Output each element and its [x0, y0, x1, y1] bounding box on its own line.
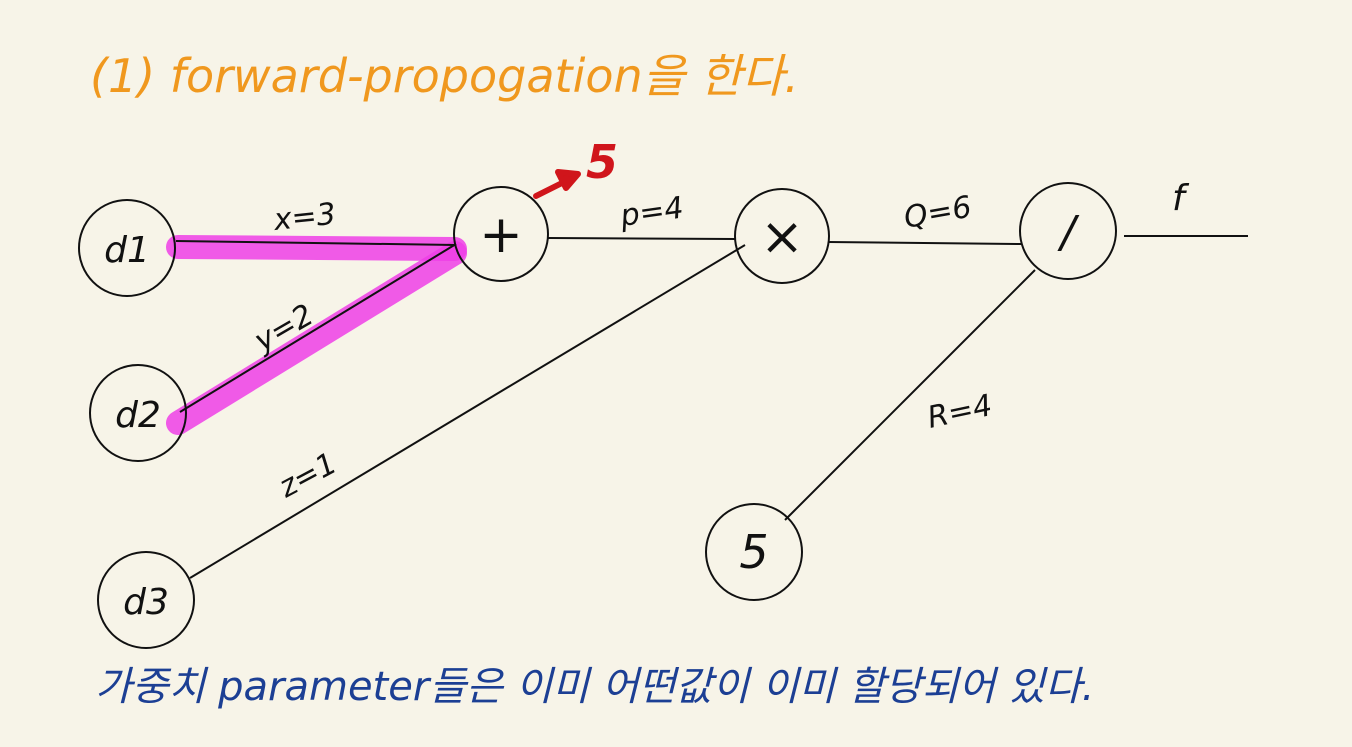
result-arrow-head — [555, 169, 581, 191]
highlight-path — [166, 235, 467, 435]
node-d3-circle — [97, 551, 195, 649]
result-arrow — [533, 169, 581, 199]
result-value: 5 — [586, 135, 618, 189]
node-d2-circle — [89, 364, 187, 462]
edge-q — [827, 241, 1023, 245]
node-five-label: 5 — [739, 525, 768, 579]
node-times-label: × — [760, 207, 804, 267]
highlight-y-edge — [166, 241, 467, 435]
note-text: 가중치 parameter들은 이미 어떤값이 이미 할당되어 있다. — [95, 664, 1094, 710]
edge-x-label: x=3 — [271, 197, 337, 238]
node-five-circle — [705, 503, 803, 601]
highlight-x-edge — [166, 235, 467, 261]
edge-r-label: R=4 — [924, 388, 995, 436]
edge-q-label: Q=6 — [901, 190, 974, 236]
node-div-circle — [1019, 182, 1117, 280]
node-d1-circle — [78, 199, 176, 297]
node-d3-label: d3 — [123, 582, 169, 623]
edge-r — [784, 269, 1036, 521]
edge-x — [175, 240, 457, 246]
edge-z — [189, 244, 746, 579]
title-text: (1) forward-propogation을 한다. — [90, 49, 799, 103]
node-plus-label: + — [479, 205, 523, 265]
nodes — [78, 182, 1117, 649]
node-times-circle — [734, 188, 830, 284]
edge-p — [547, 237, 736, 240]
node-d2-label: d2 — [115, 395, 161, 436]
node-plus-circle — [453, 186, 549, 282]
edge-f-label: f — [1172, 178, 1190, 219]
edges — [175, 235, 1248, 579]
edge-z-label: z=1 — [272, 446, 342, 506]
node-d1-label: d1 — [104, 230, 150, 271]
node-div-label: / — [1057, 207, 1080, 258]
edge-p-label: p=4 — [617, 190, 686, 234]
edge-y — [179, 243, 457, 413]
